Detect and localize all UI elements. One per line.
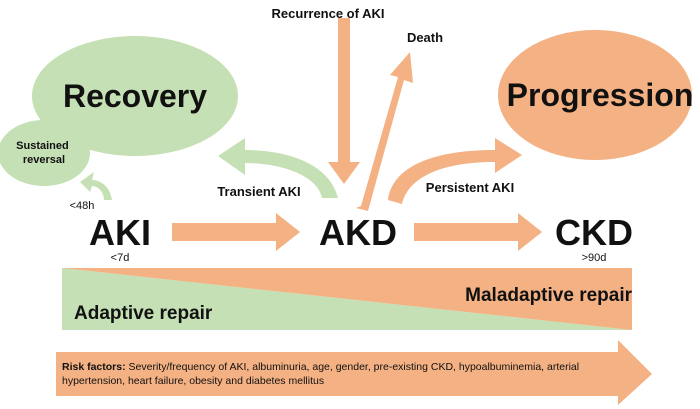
aki-to-akd-arrow xyxy=(172,213,300,251)
gt90d-label: >90d xyxy=(582,252,607,264)
sustained-reversal-line-2: reversal xyxy=(23,154,65,166)
akd-to-ckd-arrow xyxy=(414,213,542,251)
maladaptive-repair-label: Maladaptive repair xyxy=(465,285,632,306)
ckd-label: CKD xyxy=(555,212,633,253)
akd-label: AKD xyxy=(319,212,397,253)
persistent-label: Persistent AKI xyxy=(426,180,514,195)
transient-label: Transient AKI xyxy=(217,184,300,199)
risk-factors-label: Risk factors: xyxy=(62,361,126,373)
risk-factors-text: Risk factors: Severity/frequency of AKI,… xyxy=(62,360,622,388)
lt7d-label: <7d xyxy=(111,252,130,264)
persistent-arrow xyxy=(388,138,522,204)
sustained-reversal-line-1: Sustained xyxy=(16,140,69,152)
progression-label: Progression xyxy=(507,77,694,113)
lt48h-label: <48h xyxy=(70,200,95,212)
sustained-reversal-ellipse xyxy=(0,120,90,186)
recovery-label: Recovery xyxy=(63,78,207,114)
risk-factors-list: Severity/frequency of AKI, albuminuria, … xyxy=(62,361,580,387)
aki-label: AKI xyxy=(89,212,151,253)
death-arrow xyxy=(356,52,413,211)
risk-factors-arrow xyxy=(56,340,652,405)
repair-band-orange xyxy=(62,268,632,330)
aki-to-reversal-arrow xyxy=(80,172,112,200)
recovery-ellipse xyxy=(32,36,238,156)
sustained-reversal-label: Sustained reversal xyxy=(16,140,72,166)
adaptive-repair-label: Adaptive repair xyxy=(74,303,213,324)
transient-arrow xyxy=(218,138,338,198)
progression-ellipse xyxy=(498,30,692,160)
death-label: Death xyxy=(407,30,443,45)
recurrence-label: Recurrence of AKI xyxy=(272,6,385,21)
recurrence-arrow xyxy=(328,18,360,184)
